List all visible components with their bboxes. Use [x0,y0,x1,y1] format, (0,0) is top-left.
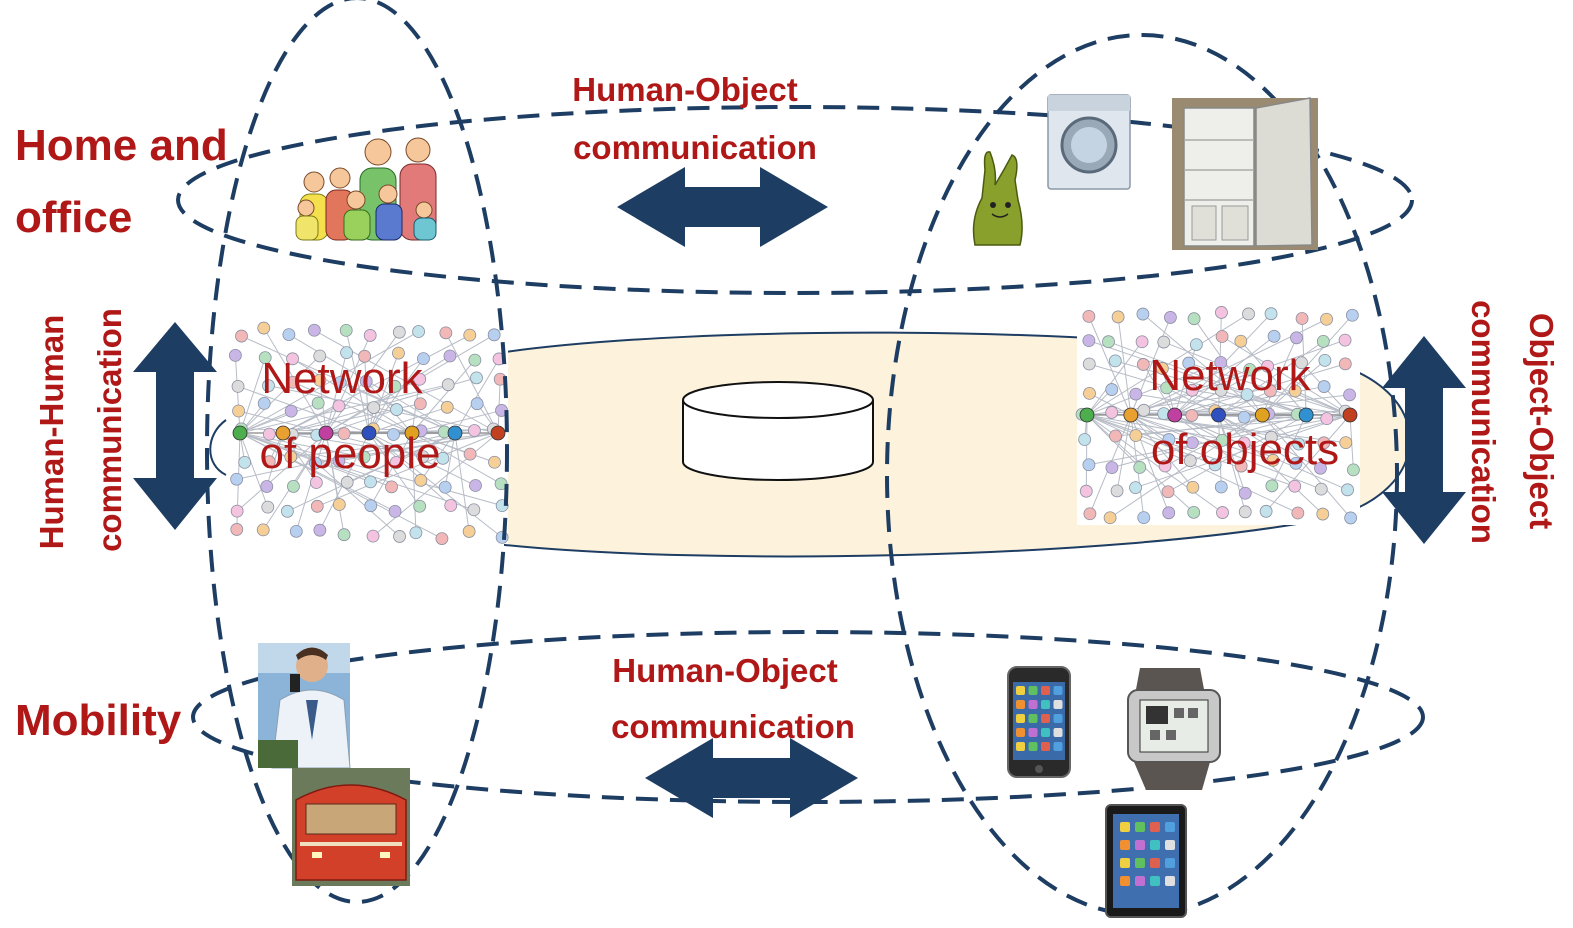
people-vertical-ellipse [205,0,509,904]
human-object-top-label-line1: Human-Object [572,71,798,108]
band-left-cap [209,419,227,476]
home-office-horizontal-ellipse [176,105,1414,295]
businessman-phone-icon [258,643,351,769]
home-office-label-line2: office [15,193,132,242]
human-human-label-line2: communication [91,308,128,552]
object-object-arrow [1382,336,1466,544]
human-object-bottom-label-line1: Human-Object [612,652,838,689]
human-object-bottom-label-line2: communication [611,708,855,745]
network-people-label-line1: Network [261,354,423,403]
mobility-label: Mobility [15,696,182,745]
refrigerator-icon [1172,97,1318,250]
human-object-top-arrow [617,167,828,247]
train-icon [292,768,410,886]
tablet-icon [1105,804,1187,918]
washing-machine-icon [1047,94,1131,190]
network-of-objects-graph [1075,305,1360,525]
people-group-icon [295,137,437,241]
object-object-label-line1: Object-Object [1523,313,1560,529]
smartwatch-icon [1127,668,1221,790]
network-people-label-line2: of people [259,429,440,478]
smartphone-icon [1007,666,1071,778]
object-object-label-line2: communication [1465,300,1502,544]
network-objects-label-line1: Network [1149,351,1311,400]
human-human-label-line1: Human-Human [33,315,70,550]
robot-rabbit-icon [972,151,1023,246]
human-object-bottom-arrow [645,738,858,818]
human-human-arrow [133,322,217,530]
network-of-people-graph [228,321,509,545]
network-objects-label-line2: of objects [1151,425,1339,474]
database-cylinder-icon [682,381,874,481]
home-office-label-line1: Home and [15,121,228,170]
human-object-top-label-line2: communication [573,129,817,166]
